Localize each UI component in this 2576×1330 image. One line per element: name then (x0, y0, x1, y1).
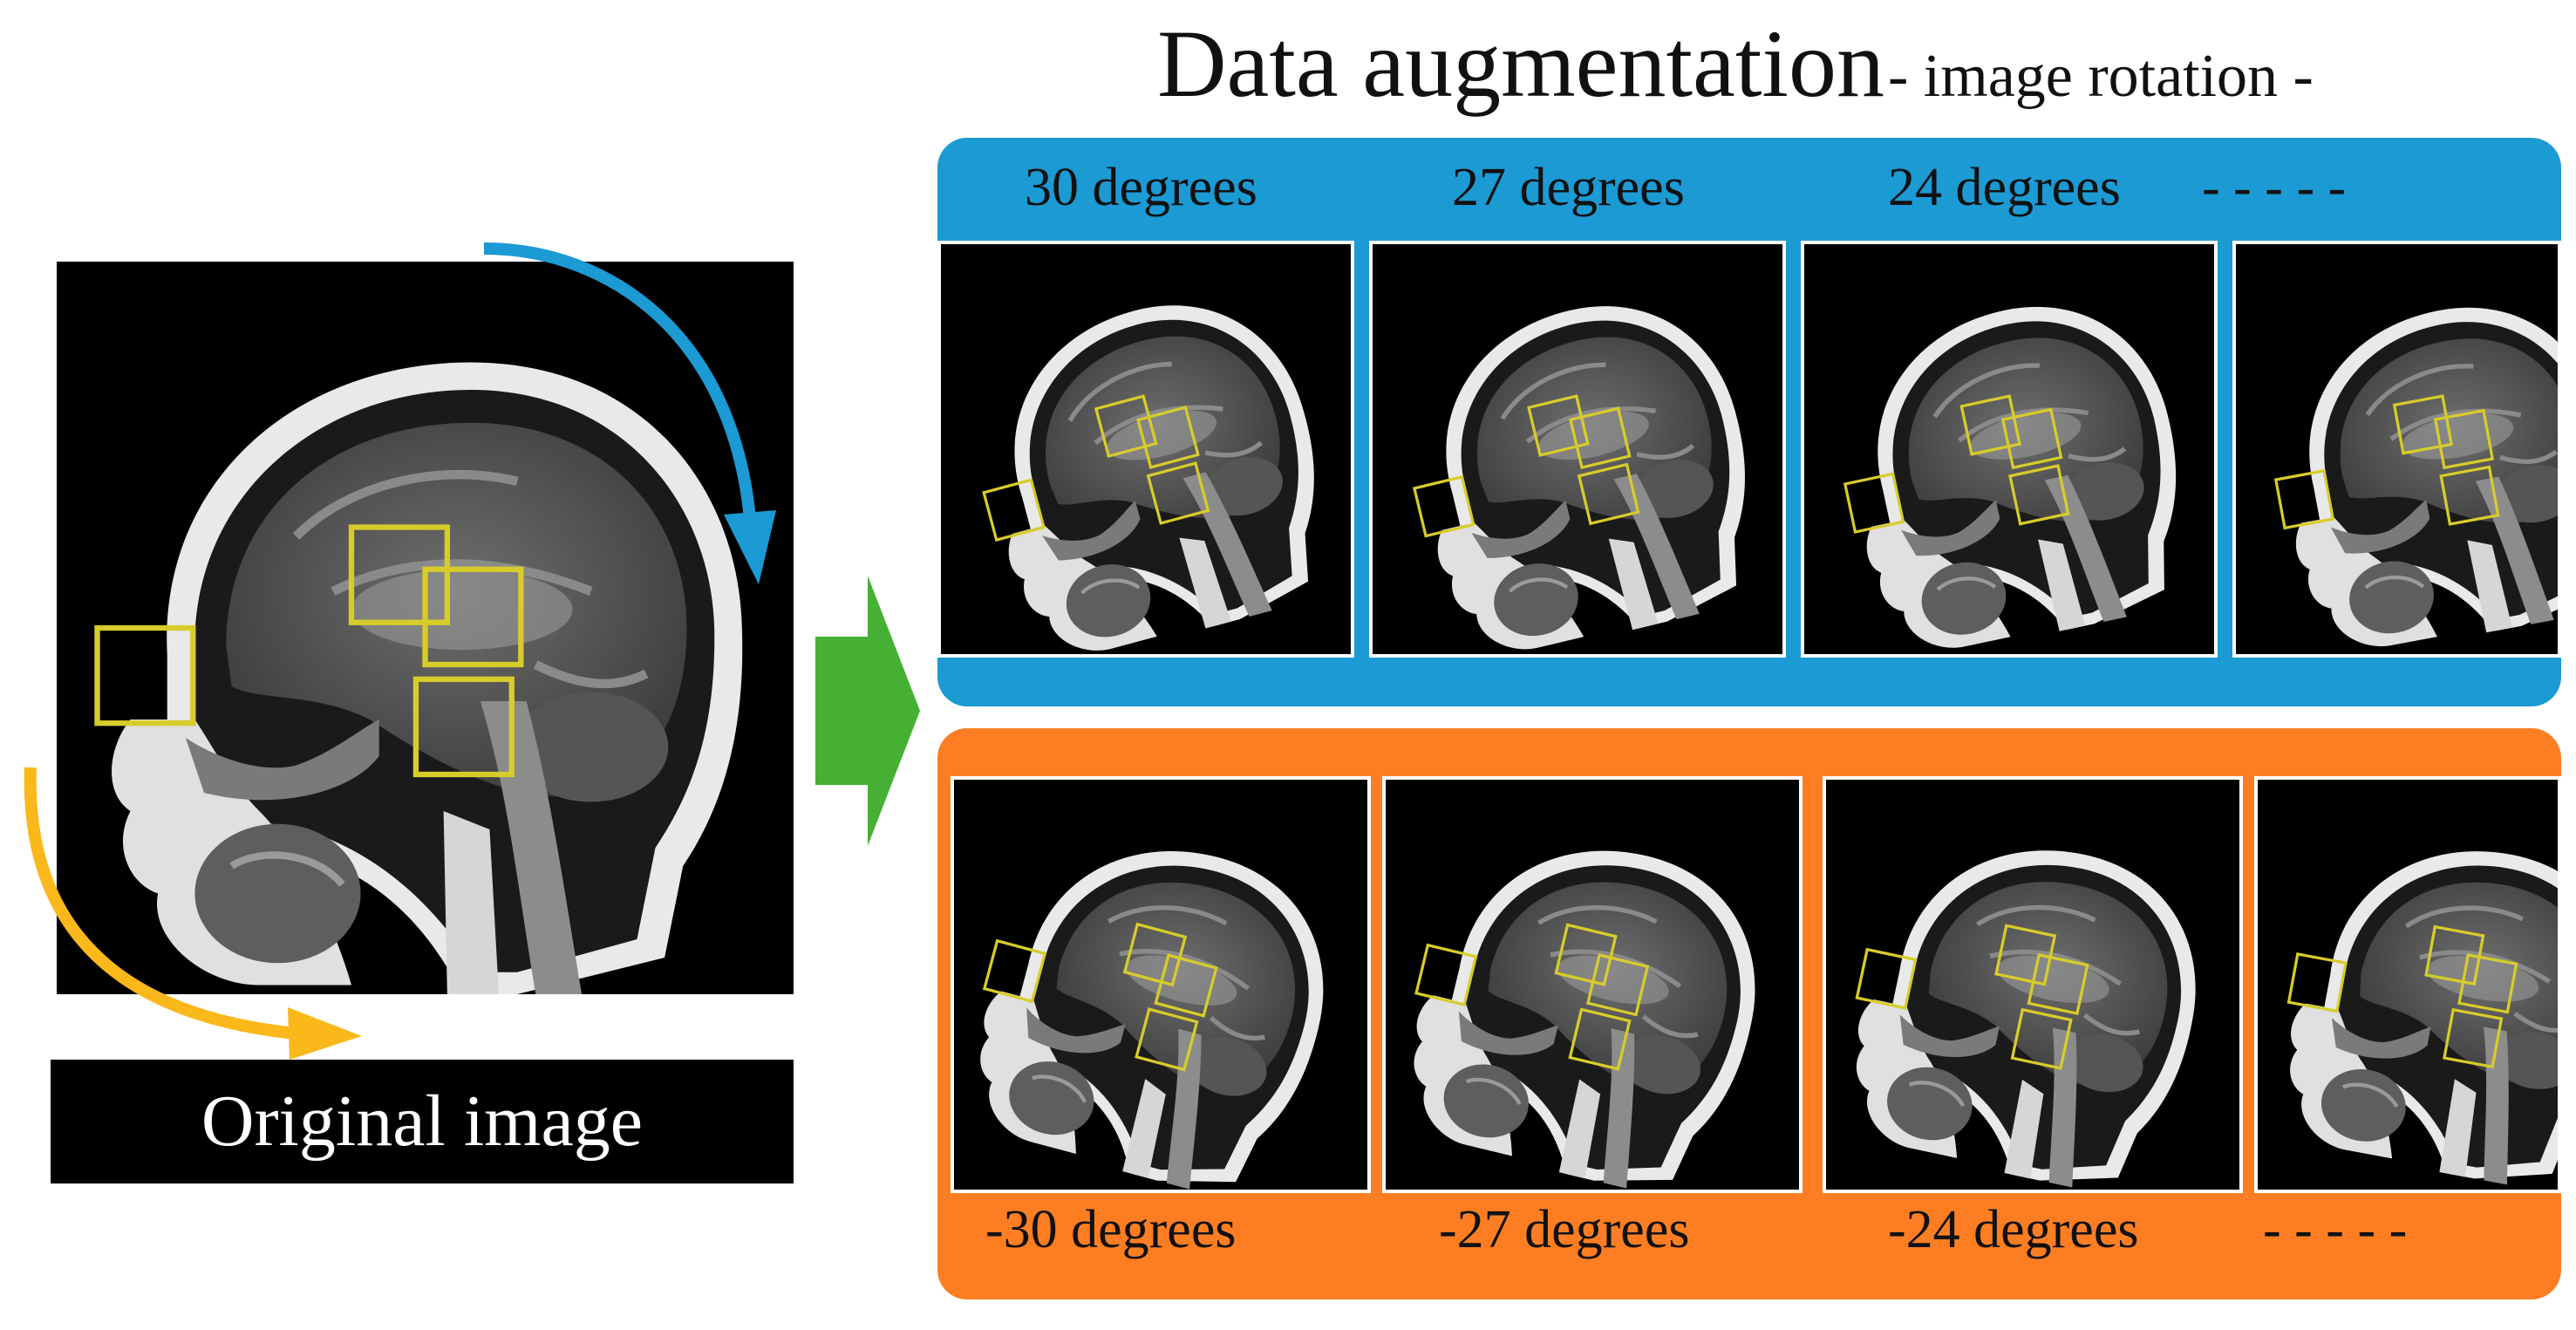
mri-head-figure (1373, 244, 1782, 654)
diagram-title: Data augmentation - image rotation - (916, 9, 2555, 119)
mri-head-figure (954, 780, 1367, 1190)
rotated-mri-thumbnail (1382, 776, 1803, 1193)
mri-head-figure (941, 244, 1351, 654)
rotation-label: - - - - - (2263, 1200, 2408, 1259)
rotated-mri-thumbnail (1801, 241, 2218, 658)
rotation-label: 24 degrees (1888, 158, 2121, 217)
rotation-label: -30 degrees (985, 1200, 1237, 1259)
title-subtitle: - image rotation - (1887, 43, 2314, 110)
rotation-label: -24 degrees (1888, 1200, 2139, 1259)
rotated-mri-thumbnail (1823, 776, 2243, 1193)
rotation-label: - - - - - (2202, 158, 2347, 217)
negative-rotation-panel: -30 degrees -27 degrees -24 degrees - - … (937, 728, 2561, 1299)
positive-rotation-panel: 30 degrees 27 degrees 24 degrees - - - -… (937, 138, 2561, 706)
mri-head-figure (2236, 244, 2558, 654)
mri-head-figure (1804, 244, 2214, 654)
rotated-mri-thumbnail (1369, 241, 1786, 658)
rotation-label: -27 degrees (1439, 1200, 1690, 1259)
title-main: Data augmentation (1157, 10, 1884, 117)
rotated-mri-thumbnail (937, 241, 1354, 658)
mri-head-figure (1386, 780, 1799, 1190)
rotation-label: 27 degrees (1452, 158, 1685, 217)
rotation-label: 30 degrees (1025, 158, 1257, 217)
original-mri-image (57, 262, 794, 994)
mri-head-figure (57, 262, 794, 994)
mri-head-figure (1826, 780, 2239, 1190)
right-arrow-icon (815, 576, 920, 846)
rotated-mri-thumbnail (951, 776, 1371, 1193)
rotated-mri-thumbnail (2232, 241, 2561, 658)
original-image-label: Original image (51, 1060, 794, 1183)
mri-head-figure (2258, 780, 2558, 1190)
rotated-mri-thumbnail (2254, 776, 2561, 1193)
